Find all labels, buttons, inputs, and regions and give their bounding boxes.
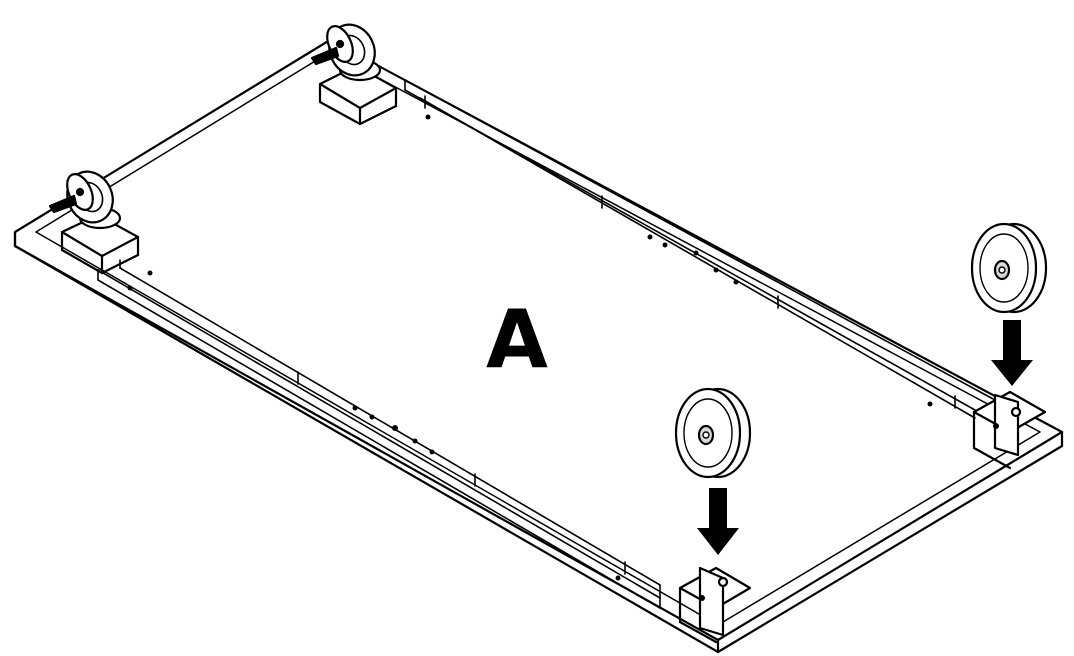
- wheel: [674, 387, 752, 479]
- wheel-bracket: [678, 566, 752, 644]
- part-label: A: [486, 293, 548, 386]
- frame-panel: [13, 38, 1064, 654]
- right-rail-holes: [425, 114, 933, 407]
- right-rail: [404, 79, 996, 419]
- wheel-bracket: [972, 390, 1047, 470]
- swivel-caster: [48, 170, 140, 275]
- swivel-caster: [310, 23, 398, 126]
- down-arrow: [991, 320, 1033, 386]
- wheel: [970, 222, 1048, 314]
- down-arrow: [697, 488, 739, 555]
- left-rail-holes: [127, 270, 621, 581]
